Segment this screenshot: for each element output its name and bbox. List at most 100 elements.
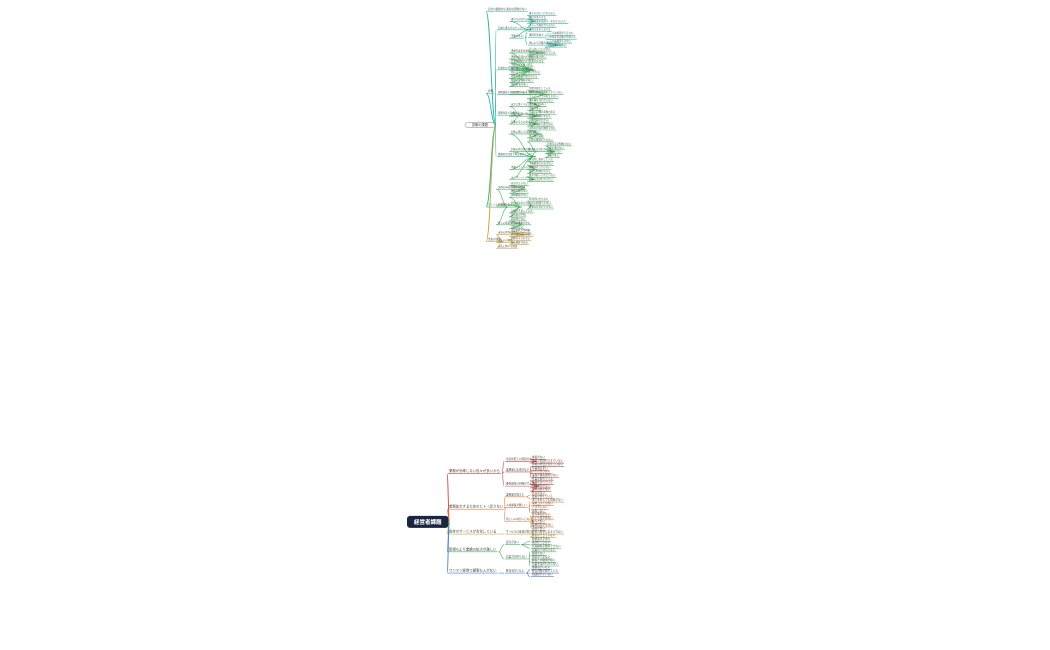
node-label[interactable]: テンプレートがない bbox=[511, 175, 533, 179]
node-label[interactable]: 毎回一から作成している bbox=[529, 50, 556, 54]
node-label[interactable]: 運用方法を工夫する bbox=[529, 27, 551, 31]
node-label[interactable]: マッチングで対応できない bbox=[529, 94, 558, 98]
node-label[interactable]: 不備が多い bbox=[529, 106, 542, 110]
node-label[interactable]: 支払条件が不明確 bbox=[511, 228, 531, 232]
node-label[interactable]: 記載する人のタイミング bbox=[511, 120, 538, 124]
node-label[interactable]: 状況がわからない bbox=[529, 197, 549, 201]
node-label[interactable]: 担当者に依存している bbox=[529, 157, 553, 161]
node-label[interactable]: 請求書の発行が遅い bbox=[511, 232, 533, 236]
node-label[interactable]: 記録が不足している bbox=[511, 208, 533, 212]
node-label[interactable]: 提案の機会がない bbox=[511, 220, 531, 224]
node-label[interactable]: 書類の量が多い bbox=[529, 54, 546, 58]
node-label[interactable]: 支払の条件に関するルール bbox=[498, 230, 527, 234]
node-label[interactable]: 優先順位がわからない bbox=[529, 98, 554, 102]
node-label[interactable]: 相談相手がいない bbox=[532, 572, 553, 576]
node-label[interactable]: 若い人材が来ない bbox=[532, 515, 553, 519]
node-label[interactable]: 残業が増えている bbox=[532, 494, 553, 498]
node-label[interactable]: 採用コストが高い bbox=[532, 501, 553, 505]
node-label[interactable]: 教育体制がない bbox=[532, 512, 551, 516]
node-label[interactable]: 現場の状況が見えていない bbox=[532, 462, 563, 466]
node-label[interactable]: 業務効率が悪い bbox=[532, 487, 551, 491]
node-label[interactable]: 不備確認の方法がない bbox=[529, 161, 554, 165]
node-label[interactable]: 担当者が不明 bbox=[511, 212, 526, 216]
node-label[interactable]: 差別化できない bbox=[532, 540, 551, 544]
node-label[interactable]: 後継者がいない bbox=[532, 565, 551, 569]
node-label[interactable]: 人手が足りない bbox=[532, 469, 551, 473]
node-label[interactable]: 運用を見直す bbox=[529, 33, 544, 37]
node-label[interactable]: 経営判断が遅れている bbox=[532, 569, 558, 573]
node-label[interactable]: 業務が効率しない色々が多いから bbox=[449, 468, 500, 473]
node-label[interactable]: 書式が統一されていない bbox=[529, 173, 556, 177]
node-label[interactable]: 再計算 bbox=[529, 129, 537, 133]
node-label[interactable]: 書類作成を効率的にやりたい bbox=[511, 48, 543, 52]
node-label[interactable]: 支払の課題 bbox=[488, 237, 501, 241]
node-label[interactable]: 業務の優先順位がない bbox=[532, 473, 558, 477]
node-label[interactable]: 人材確保が難しい bbox=[506, 503, 527, 507]
root-node[interactable] bbox=[407, 515, 449, 528]
node-label[interactable]: テンプレートがない bbox=[529, 47, 551, 51]
node-label[interactable]: 求人を出しても応募がない bbox=[532, 498, 563, 502]
node-label[interactable]: 価格競争がある bbox=[532, 537, 551, 541]
node-label[interactable]: 計算方法がわからない bbox=[529, 147, 554, 151]
node-label[interactable]: 内容が不明確 bbox=[511, 185, 526, 189]
node-label[interactable]: 業務負担が大きい bbox=[532, 522, 553, 526]
node-label[interactable]: 対応ができない bbox=[511, 181, 528, 185]
node-label[interactable]: 業務拡大するためのヒト（足りない bbox=[449, 504, 504, 509]
node-label[interactable]: 計画 bbox=[488, 89, 494, 93]
node-label[interactable]: 情報の共有ができない bbox=[529, 205, 554, 209]
node-label[interactable]: 書き漏れが多い bbox=[529, 102, 546, 106]
node-label[interactable]: 担当者により差がある bbox=[529, 122, 553, 126]
node-label[interactable]: ほかに書くべきことがある bbox=[511, 102, 540, 106]
node-label[interactable]: 作業がない bbox=[532, 455, 545, 459]
node-label[interactable]: 不備がよく見つかる bbox=[511, 62, 533, 66]
node-label[interactable]: 上司に相談できない bbox=[529, 201, 551, 205]
node-label[interactable]: 営業の人材がいない bbox=[532, 547, 556, 551]
node-label[interactable]: 記載時間がかかる bbox=[529, 118, 549, 122]
node-label[interactable]: 作業の時期がずれる bbox=[529, 114, 551, 118]
node-label[interactable]: サービスの品質が低い bbox=[506, 530, 532, 534]
node-label[interactable]: テンプレートを活用できていない bbox=[511, 90, 547, 94]
node-label[interactable]: 記載方法がわからない bbox=[529, 177, 554, 181]
node-label[interactable]: 計算式がない bbox=[547, 149, 562, 153]
node-label[interactable]: 状況を把握できない bbox=[498, 203, 520, 207]
node-label[interactable]: 書き方がわからない bbox=[511, 17, 533, 21]
node-label[interactable]: 計算手順がない bbox=[547, 145, 564, 149]
node-label[interactable]: 業務量が増えた bbox=[506, 492, 525, 496]
node-label[interactable]: 業務量に比重がない bbox=[506, 467, 530, 471]
node-label[interactable]: 業務が滞っている bbox=[532, 480, 553, 484]
node-label[interactable]: 確認に時間がかかる bbox=[529, 169, 551, 173]
node-label[interactable]: 業務的な回答で再計算ができない bbox=[498, 152, 534, 156]
node-label[interactable]: 苦情の内容がわからない bbox=[498, 185, 525, 189]
node-label[interactable]: 不備が多い bbox=[547, 153, 560, 157]
node-label[interactable]: 支払遅延がある bbox=[511, 240, 528, 244]
node-label[interactable]: 新規ちより業績の拡大が難しい bbox=[449, 546, 497, 551]
node-label[interactable]: また入力操作ができない bbox=[529, 23, 556, 27]
node-label[interactable]: 自分の最終的に適切な評価がない bbox=[488, 7, 527, 11]
node-label[interactable]: 作業量が多い bbox=[532, 466, 548, 470]
node-label[interactable]: ここでは確認できない bbox=[547, 39, 572, 43]
node-label[interactable]: 営業手法がわからない bbox=[532, 562, 558, 566]
node-label[interactable]: 給与が低い bbox=[532, 519, 545, 523]
node-label[interactable]: 現場作業で手間がかかる bbox=[511, 74, 538, 78]
root-node[interactable] bbox=[464, 122, 496, 128]
node-label[interactable]: 実績がない bbox=[511, 224, 524, 228]
node-label[interactable]: 他により記載方法ができない bbox=[529, 41, 561, 45]
node-label[interactable]: 競合が多い bbox=[506, 540, 519, 544]
node-label[interactable]: 不備がある bbox=[511, 34, 524, 38]
node-label[interactable]: 計画と進み方のテンプレート bbox=[498, 25, 530, 29]
node-label[interactable]: ワンマン経営で顧客も入がない bbox=[449, 568, 497, 573]
node-label[interactable]: 顧客の要望に応えられない bbox=[532, 530, 564, 534]
node-label[interactable]: 販路がない bbox=[532, 551, 545, 555]
node-label[interactable]: 管理する資料が多い bbox=[511, 78, 533, 82]
node-label[interactable]: 支払いの期限 bbox=[498, 238, 513, 242]
node-label[interactable]: 休日がない bbox=[532, 491, 545, 495]
node-label[interactable]: 作業が発生している bbox=[529, 86, 551, 90]
node-label[interactable]: 支払に関する相談 bbox=[498, 244, 518, 248]
node-label[interactable]: 人が育たない bbox=[532, 505, 548, 509]
node-label[interactable]: 不備が見つからない bbox=[529, 165, 551, 169]
node-label[interactable]: 連絡が取れない bbox=[511, 189, 528, 193]
node-label[interactable]: 優先順位がわからない bbox=[511, 66, 536, 70]
node-label[interactable]: 入力内容を自動で作成する bbox=[547, 35, 576, 39]
node-label[interactable]: ここでは確認ができない bbox=[547, 31, 574, 35]
